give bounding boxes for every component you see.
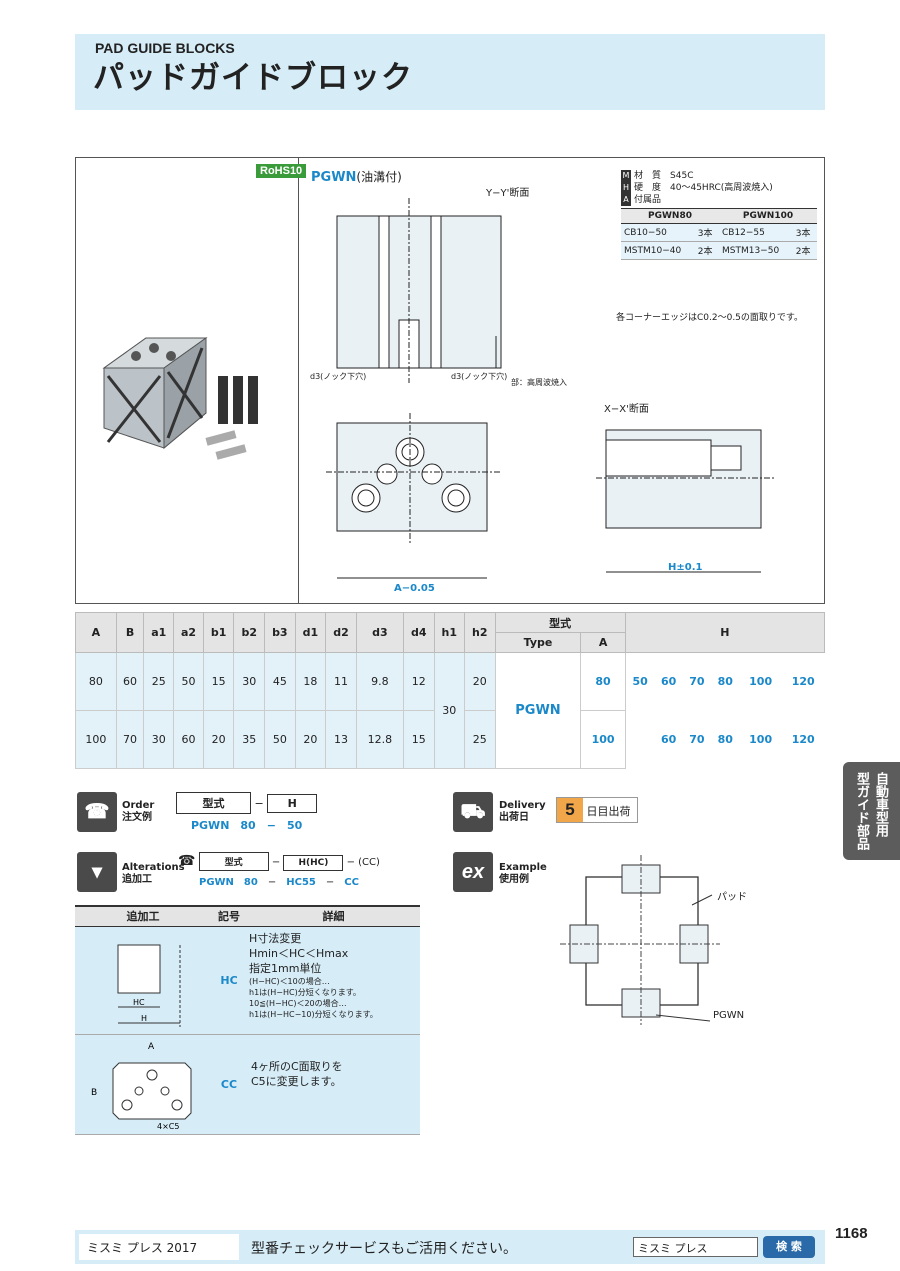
truck-icon: ⛟	[453, 792, 493, 832]
alteration-example: ☎ 型式 − H(HC) − (CC) PGWN 80 − HC55 − CC	[178, 852, 380, 888]
page-title: パッドガイドブロック	[93, 60, 413, 96]
side-tab[interactable]: 自動車型用 型ガイド部品	[843, 762, 900, 860]
svg-text:A: A	[148, 1042, 155, 1052]
pgwn-label: PGWN	[713, 1010, 745, 1021]
dim-h: H±0.1	[668, 562, 703, 573]
section-yy	[336, 198, 502, 383]
example-icon: ex	[453, 852, 493, 892]
pad-label: パッド	[717, 892, 747, 903]
footer: ミスミ プレス 2017 型番チェックサービスもご活用ください。 ミスミ プレス…	[75, 1230, 825, 1264]
phone-icon: ☎	[77, 792, 117, 832]
corner-note: 各コーナーエッジはC0.2〜0.5の面取りです。	[616, 313, 804, 323]
search-button[interactable]: 検 索	[763, 1236, 815, 1258]
page-number: 1168	[835, 1225, 868, 1242]
hc-diagram: HC H	[117, 944, 181, 1027]
type-title: PGWN(油溝付)	[311, 170, 402, 185]
drawing-panel: RoHS10	[75, 157, 825, 604]
search-input[interactable]: ミスミ プレス	[633, 1237, 758, 1257]
section-xx-label: X−X'断面	[604, 404, 649, 415]
section-yy-label: Y−Y'断面	[486, 188, 530, 199]
svg-text:H: H	[141, 1014, 147, 1023]
section-xx	[596, 429, 776, 573]
svg-text:4×C5: 4×C5	[157, 1122, 179, 1131]
front-view	[326, 413, 501, 579]
dim-a: A−0.05	[394, 583, 435, 594]
d3-note-left: d3(ノック下穴)	[310, 372, 367, 381]
product-image	[102, 337, 258, 460]
footer-message: 型番チェックサービスもご活用ください。	[251, 1241, 517, 1257]
svg-text:B: B	[91, 1088, 97, 1098]
footer-brand: ミスミ プレス 2017	[79, 1234, 239, 1260]
d3-note-right: d3(ノック下穴)	[451, 372, 508, 381]
rohs-badge: RoHS10	[256, 164, 307, 178]
svg-text:HC: HC	[133, 998, 145, 1007]
example-diagram	[560, 855, 720, 1025]
order-example: 型式 − H PGWN 80 − 50	[176, 792, 318, 833]
hardened-note: 部：高周波焼入	[511, 378, 567, 387]
technical-drawing	[102, 198, 776, 579]
header-band: PAD GUIDE BLOCKS パッドガイドブロック	[75, 34, 825, 110]
cc-diagram: A B 4×C5	[91, 1042, 192, 1131]
drill-icon: ▾	[77, 852, 117, 892]
title-en: PAD GUIDE BLOCKS	[95, 40, 235, 56]
delivery-days: 5 日目出荷	[556, 797, 638, 823]
